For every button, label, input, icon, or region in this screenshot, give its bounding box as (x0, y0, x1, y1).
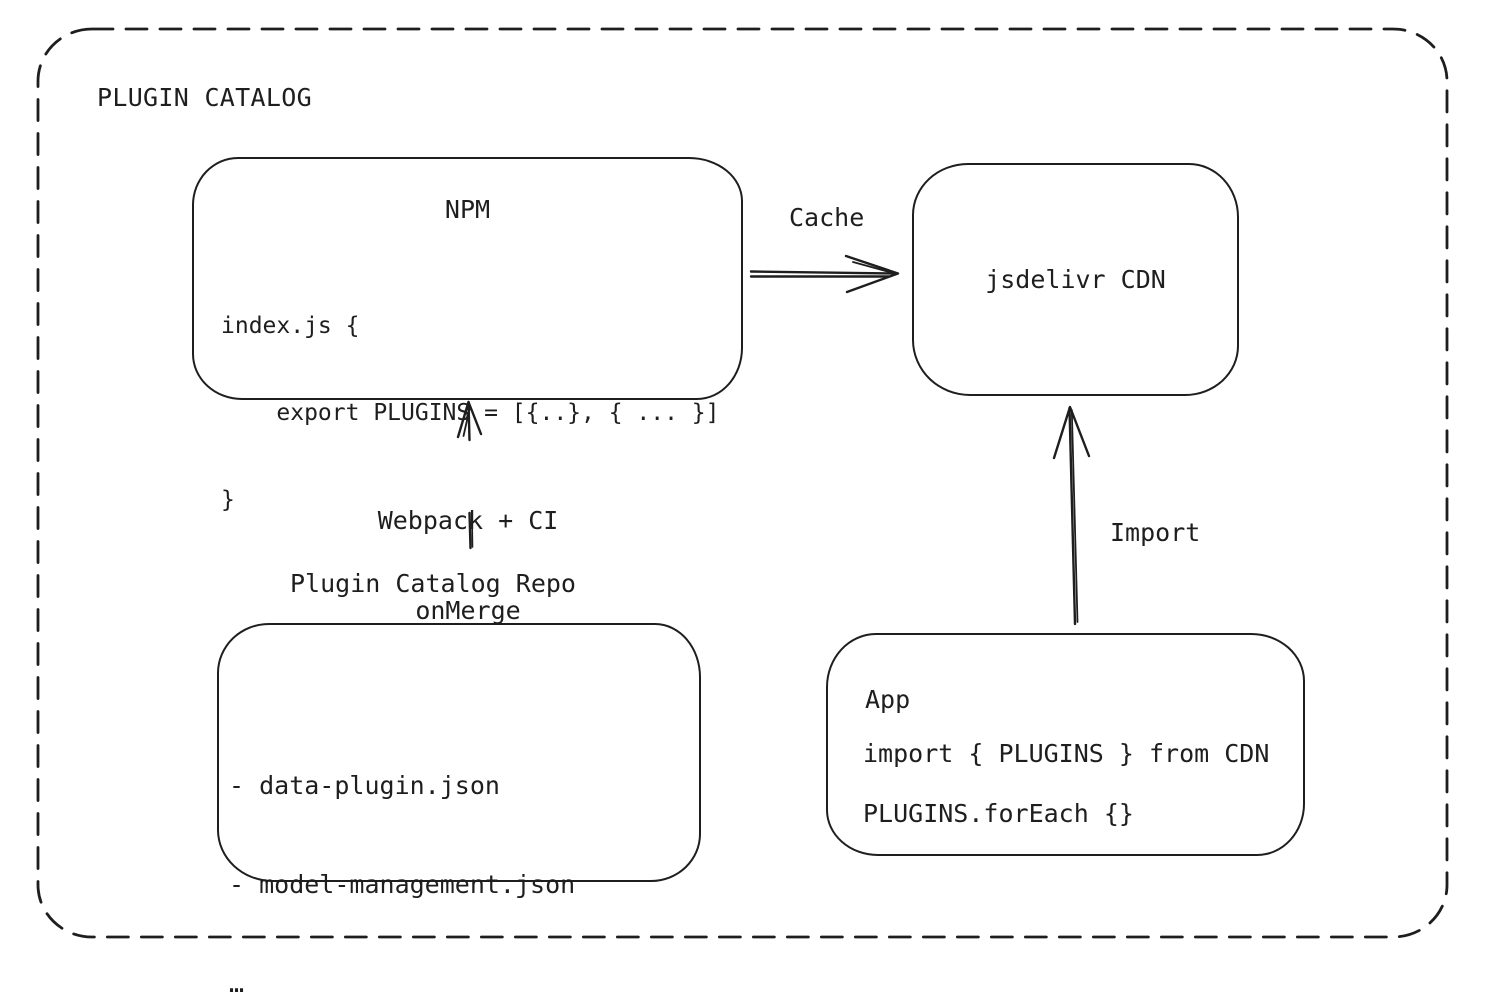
diagram-title: PLUGIN CATALOG (97, 83, 312, 112)
npm-code-line: export PLUGINS = [{..}, { ... }] (221, 400, 720, 426)
repo-file-item: - model-management.json (229, 870, 576, 899)
cdn-label: jsdelivr CDN (985, 265, 1166, 294)
import-arrow (1052, 405, 1091, 626)
build-arrow-label-line: Webpack + CI (377, 506, 559, 535)
repo-title: Plugin Catalog Repo (290, 569, 576, 598)
build-arrow-label: Webpack + CI onMerge (348, 446, 588, 686)
npm-code-line: } (221, 487, 235, 513)
npm-title: NPM (444, 195, 491, 224)
node-plugin-catalog-repo: - data-plugin.json - model-management.js… (217, 623, 701, 998)
app-code-line: import { PLUGINS } from CDN (863, 739, 1270, 768)
repo-file-list: - data-plugin.json - model-management.js… (229, 703, 575, 1002)
app-code-line: PLUGINS.forEach {} (863, 799, 1134, 828)
npm-code-block: index.js { export PLUGINS = [{..}, { ...… (221, 254, 720, 573)
catalog-boundary-box (36, 27, 1449, 939)
repo-file-item: … (229, 969, 245, 998)
import-arrow-label: Import (1110, 518, 1201, 547)
node-jsdelivr-cdn: jsdelivr CDN (912, 163, 1239, 396)
cache-arrow-label: Cache (789, 203, 865, 232)
build-arrow-label-line: onMerge (415, 596, 521, 625)
cache-arrow (749, 254, 900, 294)
repo-file-item: - data-plugin.json (229, 771, 500, 800)
build-arrow (456, 400, 483, 550)
node-app: App import { PLUGINS } from CDN PLUGINS.… (826, 633, 1305, 856)
app-title: App (865, 685, 911, 714)
npm-code-line: index.js { (221, 313, 360, 339)
node-npm: NPM index.js { export PLUGINS = [{..}, {… (192, 157, 743, 513)
